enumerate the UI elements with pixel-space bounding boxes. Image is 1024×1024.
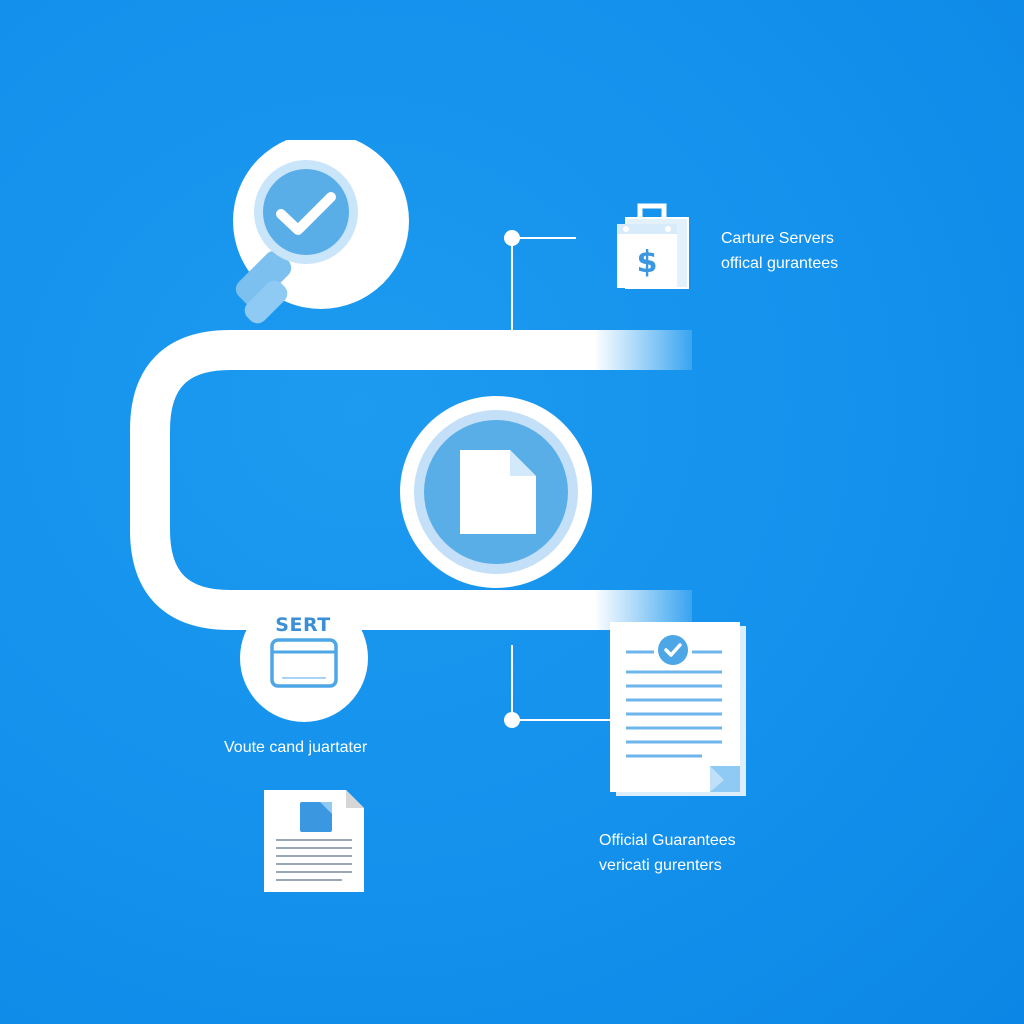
connector-bottom-dot [504,712,520,728]
flow-path [130,330,692,630]
magnifier-check-icon [233,140,409,324]
caption-bottom-left-line1: Voute cand juartater [224,739,368,756]
checked-report-document-icon [610,622,746,796]
certificate-badge-label: SERT [275,614,331,636]
caption-top-right-line1: Carture Servers [721,230,834,247]
caption-bottom-right: Official Guarantees vericati gurenters [599,828,736,878]
caption-top-right-line2: offical gurantees [721,255,839,272]
caption-top-right: Carture Servers offical gurantees [721,226,838,276]
caption-bottom-right-line2: vericati gurenters [599,857,722,874]
svg-text:$: $ [637,245,658,280]
connector-top-dot [504,230,520,246]
caption-bottom-left: Voute cand juartater [224,735,367,760]
document-icon [400,396,592,588]
calendar-certificate-icon [240,594,368,722]
shopping-bag-dollar-icon: $ [617,203,689,289]
caption-bottom-right-line1: Official Guarantees [599,832,736,849]
small-document-icon [264,790,364,892]
